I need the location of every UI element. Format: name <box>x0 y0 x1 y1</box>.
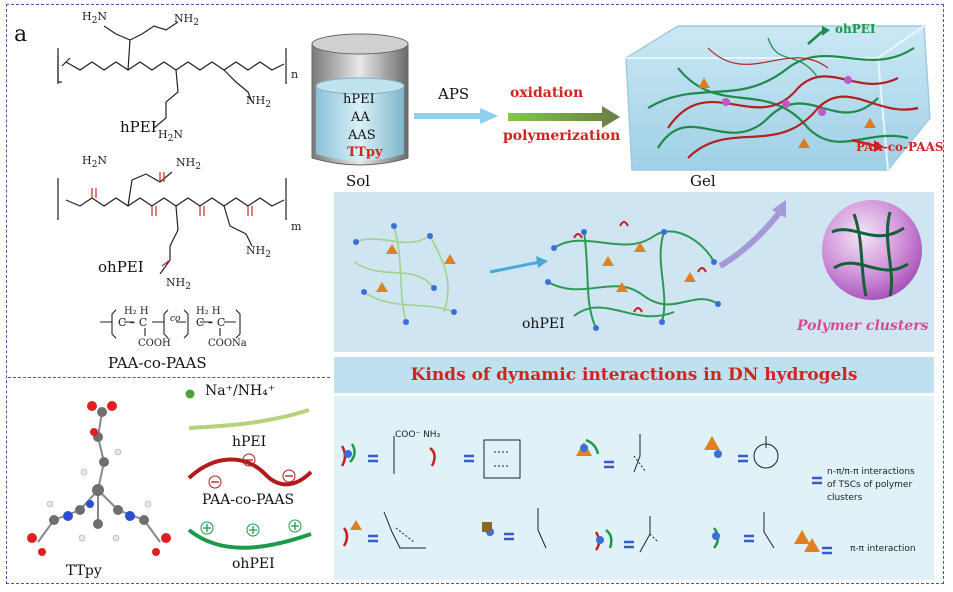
interactions-title: Kinds of dynamic interactions in DN hydr… <box>410 365 858 385</box>
ttpy-label: TTpy <box>66 563 102 579</box>
beaker-item-1: hPEI <box>343 92 375 107</box>
ion-label: Na⁺/NH₄⁺ <box>205 383 276 399</box>
ttpy-molecule <box>27 401 171 556</box>
gel-block <box>625 25 931 171</box>
interaction-glyphs <box>340 434 832 555</box>
network-diagram <box>353 200 922 331</box>
network-ohpei-label: ohPEI <box>522 316 565 332</box>
process-arrow-icon <box>508 106 620 128</box>
beaker-item-3: AAS <box>348 128 376 143</box>
polymer-clusters-label: Polymer clusters <box>797 318 929 334</box>
ion-dot-icon <box>185 389 195 399</box>
legend-paa: PAA-co-PAAS <box>202 492 295 508</box>
sol-caption: Sol <box>346 172 371 190</box>
gel-caption: Gel <box>690 172 716 190</box>
coona-text: COONa <box>208 338 247 349</box>
beaker-item-2: AA <box>351 110 370 125</box>
legend-ohpei: ohPEI <box>232 556 275 572</box>
left-divider <box>8 377 330 378</box>
hpei-structure <box>57 21 287 129</box>
repeat-n: n <box>291 68 299 81</box>
figure-frame <box>6 4 944 584</box>
paa-line-icon <box>187 453 313 489</box>
hpei-line-icon <box>188 408 310 430</box>
tsc-note-1: n-π/π-π interactions <box>827 467 915 477</box>
ohpei-structure <box>57 171 287 275</box>
oxidation-label: oxidation <box>510 85 584 101</box>
ohpei-label: ohPEI <box>98 258 144 276</box>
gel-ohpei-tag: ohPEI <box>835 22 876 36</box>
interactions-panel <box>334 396 934 580</box>
interactions-banner: Kinds of dynamic interactions in DN hydr… <box>334 357 934 393</box>
aps-label: APS <box>438 85 470 103</box>
beaker-icon <box>311 33 409 166</box>
legend-hpei: hPEI <box>232 434 267 450</box>
cooh-text: COOH <box>138 338 171 349</box>
tsc-note-2: of TSCs of polymer <box>827 480 913 490</box>
beaker-item-4: TTpy <box>347 145 383 160</box>
paa-structure <box>100 309 241 339</box>
gel-paa-tag: PAA-co-PAAS <box>856 140 944 154</box>
panel-letter: a <box>14 22 28 47</box>
tsc-note-3: clusters <box>827 493 863 503</box>
aps-arrow-icon <box>414 108 498 124</box>
coo-nh3-text: COO⁻ NH₃ <box>395 430 441 440</box>
paa-label: PAA-co-PAAS <box>108 354 207 372</box>
repeat-m: m <box>291 220 302 233</box>
hpei-label: hPEI <box>120 118 157 136</box>
ohpei-line-icon <box>187 519 312 550</box>
pi-pi-label: π-π interaction <box>850 544 916 554</box>
polymerization-label: polymerization <box>503 128 621 144</box>
